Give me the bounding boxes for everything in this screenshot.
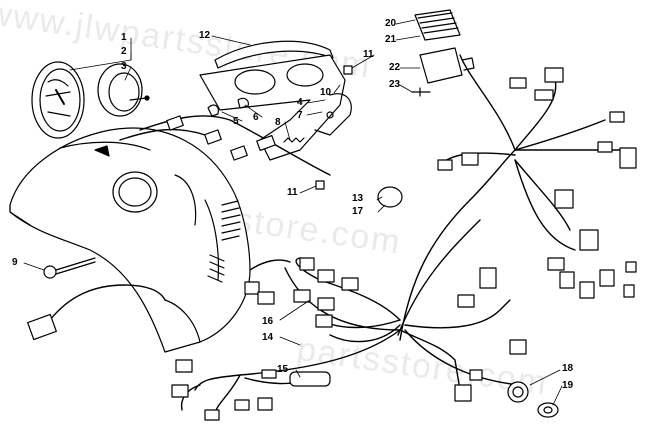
callout-16: 16 — [262, 316, 274, 327]
spring — [283, 137, 305, 143]
callout-8: 8 — [275, 117, 281, 128]
callout-2: 2 — [121, 46, 127, 57]
callout-9: 9 — [12, 257, 18, 268]
callout-19: 19 — [562, 380, 574, 391]
speedometer-gauge — [31, 61, 85, 139]
leader-lines — [23, 19, 563, 406]
retaining-ring — [377, 186, 403, 208]
clip-top — [343, 65, 353, 75]
callout-22: 22 — [389, 62, 401, 73]
callout-17: 17 — [352, 206, 364, 217]
callout-5: 5 — [233, 116, 239, 127]
callout-11-top: 11 — [363, 49, 374, 60]
callout-3: 3 — [121, 61, 127, 72]
callout-1: 1 — [121, 32, 127, 43]
voltage-regulator — [411, 9, 475, 97]
hood-body — [9, 127, 251, 353]
bolt — [43, 257, 96, 279]
callout-20: 20 — [385, 18, 397, 29]
callout-10: 10 — [320, 87, 332, 98]
sensor-assembly — [507, 381, 559, 418]
callout-13: 13 — [352, 193, 364, 204]
callout-15: 15 — [277, 364, 289, 375]
harness-connectors — [27, 67, 637, 421]
clip-lower — [315, 180, 325, 190]
headlight-housing — [199, 54, 352, 161]
callout-4: 4 — [297, 97, 303, 108]
callout-23: 23 — [389, 79, 401, 90]
callout-6: 6 — [253, 112, 259, 123]
gauge-housing — [97, 63, 150, 117]
callout-14: 14 — [262, 332, 274, 343]
windshield-trim — [214, 40, 334, 69]
callout-18: 18 — [562, 363, 574, 374]
callout-11-lower: 11 — [287, 187, 298, 198]
callout-7: 7 — [297, 110, 303, 121]
callout-21: 21 — [385, 34, 397, 45]
callout-12: 12 — [199, 30, 211, 41]
